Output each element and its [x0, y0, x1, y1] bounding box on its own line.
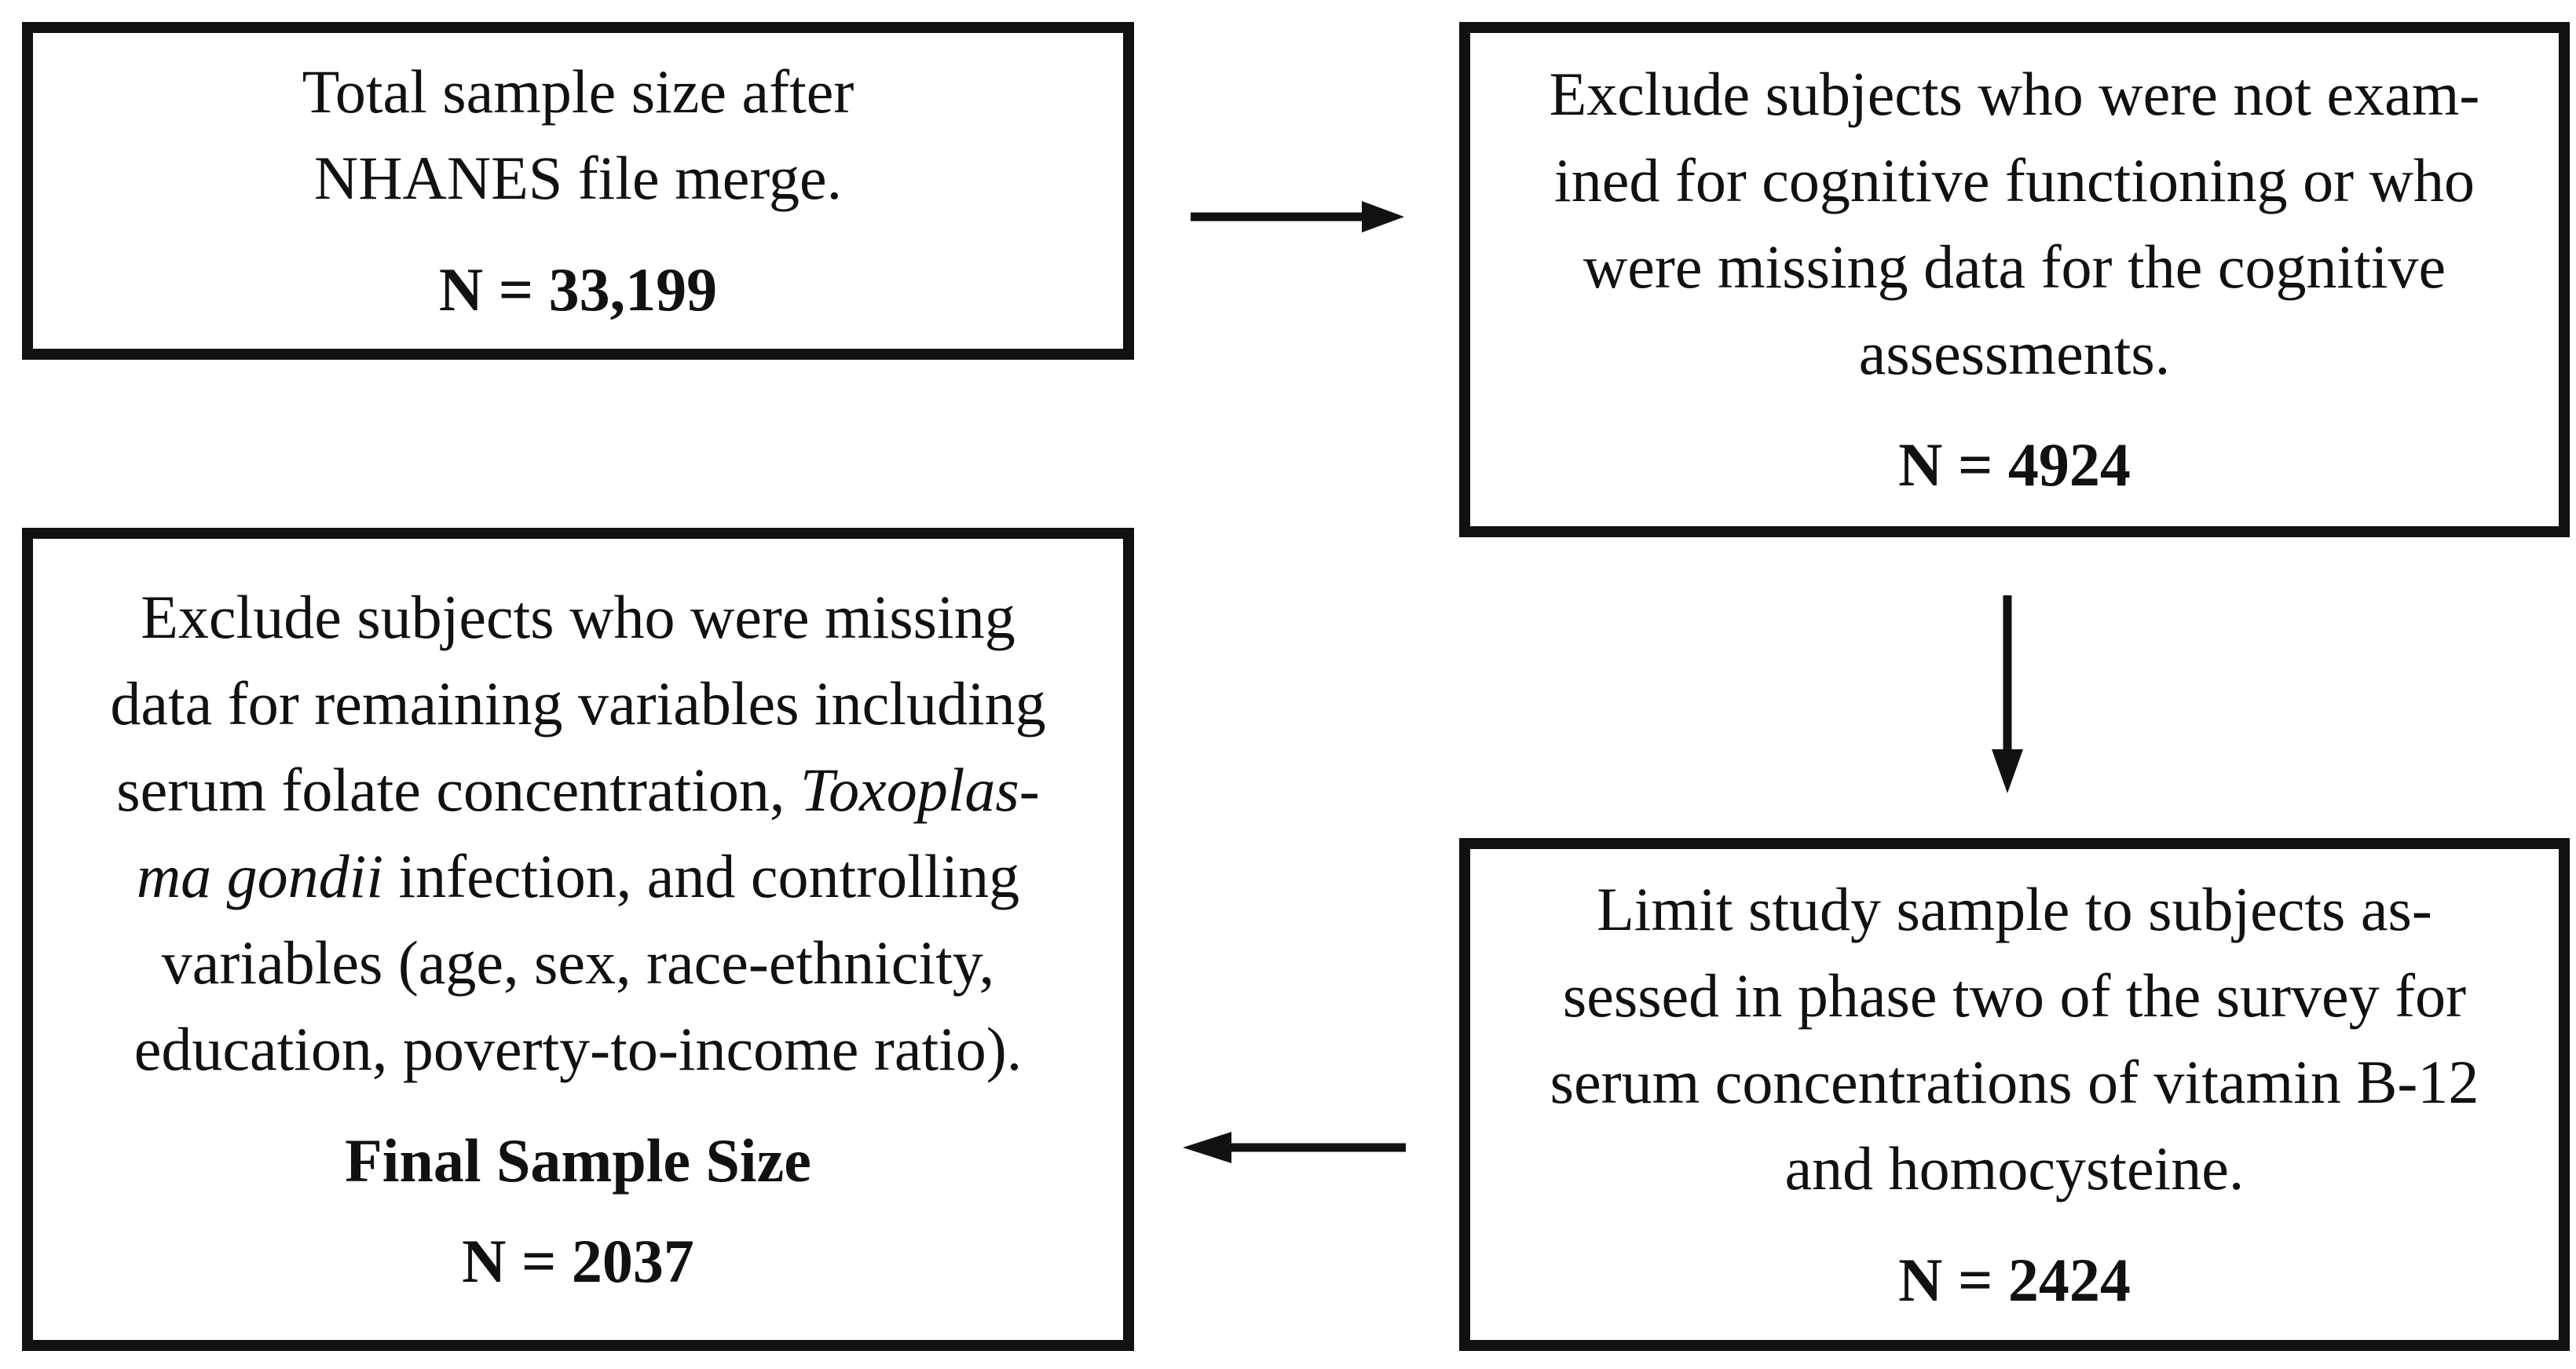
arrow-right — [1191, 201, 1404, 232]
sample-count: N = 33,199 — [438, 255, 718, 324]
text-segment: infection, and controlling — [383, 842, 1020, 910]
species-name-italic: ma gondii — [136, 842, 384, 910]
box-text-line: Exclude subjects who were not exam- — [1549, 60, 2480, 128]
arrow-down — [1992, 595, 2023, 793]
box-text-line: and homocysteine. — [1784, 1133, 2245, 1202]
box-text-line: variables (age, sex, race-ethnicity, — [161, 928, 995, 997]
exclude-cognitive-box: Exclude subjects who were not exam- ined… — [1459, 22, 2570, 537]
total-sample-box: Total sample size after NHANES file merg… — [22, 22, 1134, 360]
final-sample-box: Exclude subjects who were missing data f… — [22, 528, 1134, 1351]
sample-count: N = 2037 — [462, 1227, 694, 1295]
sample-count: N = 4924 — [1898, 430, 2131, 499]
arrow-left — [1183, 1132, 1406, 1163]
box-text-line: ined for cognitive functioning or who — [1554, 146, 2475, 214]
box-text-line: education, poverty-to-income ratio). — [134, 1015, 1023, 1083]
species-name-italic: Toxoplas- — [800, 756, 1040, 824]
box-text-line: ma gondii infection, and controlling — [137, 833, 1019, 920]
box-text-line: NHANES file merge. — [313, 144, 843, 212]
final-heading: Final Sample Size — [345, 1126, 811, 1195]
box-text-line: Limit study sample to subjects as- — [1597, 874, 2432, 943]
box-text-line: were missing data for the cognitive — [1583, 232, 2446, 301]
limit-sample-box: Limit study sample to subjects as- sesse… — [1459, 838, 2570, 1351]
box-text-line: Total sample size after — [302, 57, 854, 126]
box-text-line: data for remaining variables including — [110, 669, 1046, 738]
sample-count: N = 2424 — [1898, 1245, 2131, 1314]
text-segment: serum folate concentration, — [116, 756, 800, 824]
box-text-line: serum concentrations of vitamin B-12 — [1550, 1047, 2479, 1116]
box-text-line: Exclude subjects who were missing — [141, 583, 1015, 651]
box-text-line: sessed in phase two of the survey for — [1562, 961, 2467, 1030]
box-text-line: assessments. — [1858, 319, 2171, 387]
box-text-line: serum folate concentration, Toxoplas- — [116, 747, 1040, 833]
